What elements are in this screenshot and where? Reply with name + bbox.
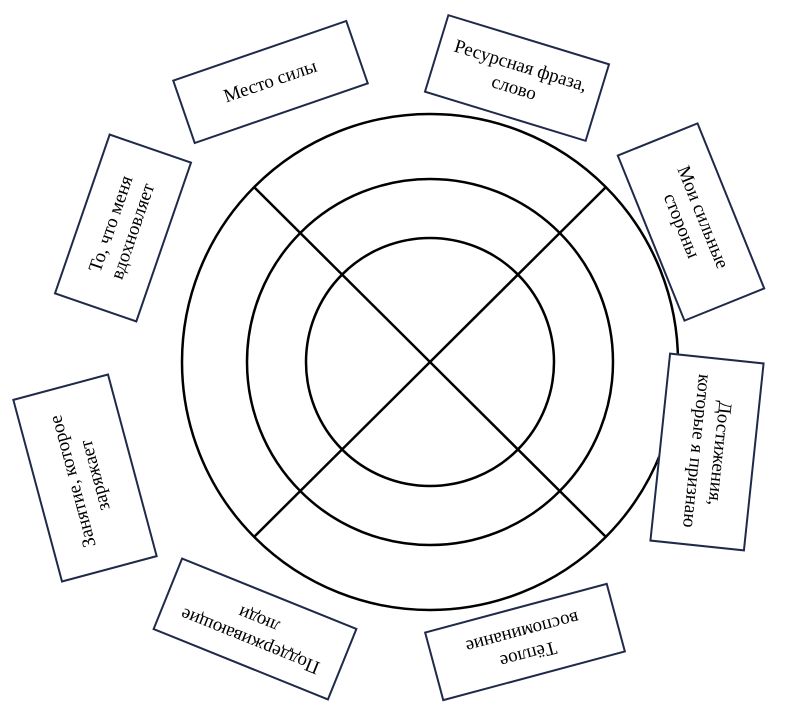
label-box-achievements: Достижения, которые я признаю — [649, 352, 765, 552]
label-text: Занятие, которое заряжает — [45, 412, 115, 550]
middle-ring — [245, 177, 615, 547]
label-text: Место силы — [220, 55, 320, 107]
divider-line-2 — [253, 186, 607, 538]
label-text: Достижения, которые я признаю — [678, 373, 736, 529]
inner-ring — [304, 236, 556, 488]
